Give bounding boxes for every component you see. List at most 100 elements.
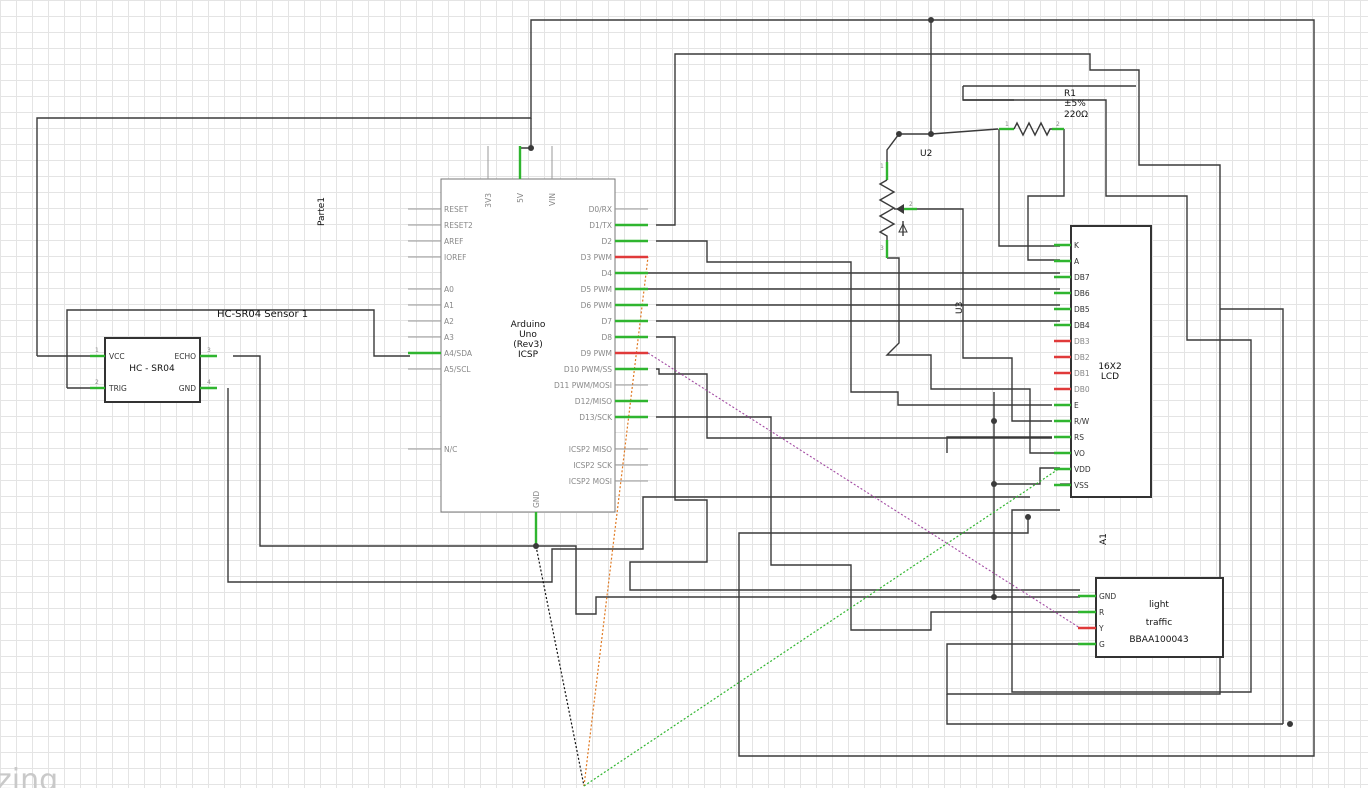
svg-text:1: 1 (95, 347, 99, 354)
lcd-name-1: 16X2 (1098, 362, 1121, 372)
arduino-name-4: ICSP (518, 350, 539, 360)
arduino-pin-d0-rx: D0/RX (589, 205, 612, 214)
wire-4 (66, 309, 410, 388)
lcd-pin-r-w: R/W (1074, 417, 1090, 426)
arduino-pin-vin: VIN (548, 193, 557, 206)
lcd-pin-vdd: VDD (1074, 465, 1091, 474)
sensor-name: HC - SR04 (129, 364, 175, 374)
traffic-light-pin-g: G (1099, 640, 1105, 649)
wire-19 (656, 416, 1080, 631)
svg-text:2: 2 (1056, 121, 1060, 128)
sensor-body[interactable] (104, 337, 201, 403)
resistor-name: R1 (1064, 89, 1076, 99)
wire-17 (629, 336, 1080, 591)
wire-27 (946, 436, 1052, 453)
arduino-pin-aref: AREF (444, 237, 463, 246)
arduino-pin-d9-pwm: D9 PWM (581, 349, 612, 358)
wire-21 (962, 86, 1252, 693)
wire-8 (227, 388, 1030, 583)
arduino-pin-a5-scl: A5/SCL (444, 365, 471, 374)
sensor-pin-gnd: GND (179, 384, 196, 393)
arduino-pin-d3-pwm: D3 PWM (581, 253, 612, 262)
lcd-pin-db7: DB7 (1074, 273, 1090, 282)
potentiometer-label: U2 (920, 149, 932, 159)
arduino-pin-a3: A3 (444, 333, 454, 342)
lcd-pin-vo: VO (1074, 449, 1085, 458)
lcd-name-2: LCD (1101, 372, 1119, 382)
arduino-pin-5v: 5V (516, 192, 525, 203)
arduino-body[interactable] (440, 178, 616, 513)
svg-text:2: 2 (909, 201, 913, 208)
sensor-pin-trig: TRIG (108, 384, 127, 393)
wire-32 (1220, 308, 1284, 724)
arduino-pin-reset: RESET (444, 205, 468, 214)
ratsnest-lines (535, 256, 1081, 787)
wire-2 (930, 128, 999, 135)
junction-6 (991, 481, 997, 487)
arduino-pin-d12-miso: D12/MISO (575, 397, 612, 406)
arduino-pin-gnd: GND (532, 491, 541, 508)
arduino-pin-a4-sda: A4/SDA (444, 349, 473, 358)
arduino-pin-d8: D8 (601, 333, 612, 342)
svg-text:3: 3 (880, 245, 884, 252)
arduino-pin-a0: A0 (444, 285, 454, 294)
arduino-pin-d10-pwm-ss: D10 PWM/SS (564, 365, 612, 374)
traffic-light-body[interactable] (1095, 577, 1224, 658)
arduino-pin-d1-tx: D1/TX (589, 221, 612, 230)
ratsnest-gnd (535, 545, 585, 787)
wire-28 (994, 467, 1060, 485)
lcd-pin-db5: DB5 (1074, 305, 1090, 314)
junction-7 (991, 418, 997, 424)
lcd-pin-db6: DB6 (1074, 289, 1090, 298)
arduino-pin-3v3: 3V3 (484, 193, 493, 208)
sensor-pin-vcc: VCC (109, 352, 125, 361)
resistor-body (1013, 121, 1052, 137)
wires (36, 19, 1315, 757)
lcd-pin-vss: VSS (1074, 481, 1089, 490)
wire-10 (536, 545, 1080, 615)
svg-text:3: 3 (207, 347, 211, 354)
traffic-light-name-2: traffic (1146, 618, 1172, 628)
lcd-body[interactable] (1070, 225, 1152, 498)
ratsnest-d3 (583, 256, 649, 787)
svg-text:4: 4 (207, 379, 211, 386)
arduino-uno[interactable]: RESETRESET2AREFIOREFA0A1A2A3A4/SDAA5/SCL… (317, 146, 648, 546)
lcd-16x2[interactable]: KADB7DB6DB5DB4DB3DB2DB1DB0ER/WRSVOVDDVSS… (955, 225, 1152, 498)
arduino-pin-d7: D7 (601, 317, 612, 326)
traffic-light-name-3: BBAA100043 (1129, 635, 1188, 645)
junction-3 (528, 145, 534, 151)
wire-23 (885, 257, 1060, 454)
lcd-pin-db2: DB2 (1074, 353, 1090, 362)
junctions (528, 17, 1293, 727)
svg-text:2: 2 (95, 379, 99, 386)
ratsnest-vdd (583, 467, 1061, 787)
ratsnest-d9 (647, 352, 1081, 629)
arduino-name-2: Uno (519, 330, 537, 340)
arduino-pin-d4: D4 (601, 269, 612, 278)
potentiometer[interactable]: 1 2 3 U2 (878, 149, 932, 258)
resistor-value: 220Ω (1064, 110, 1088, 120)
junction-1 (928, 131, 934, 137)
traffic-light-pin-r: R (1099, 608, 1104, 617)
junction-5 (991, 594, 997, 600)
junction-2 (896, 131, 902, 137)
wire-11 (656, 53, 1221, 695)
resistor-r1[interactable]: 1 2 R1 ±5% 220Ω (999, 89, 1088, 137)
resistor-tolerance: ±5% (1064, 99, 1086, 109)
junction-8 (1025, 514, 1031, 520)
svg-text:1: 1 (1005, 121, 1009, 128)
arduino-name-1: Arduino (511, 320, 546, 330)
arduino-pin-d11-pwm-mosi: D11 PWM/MOSI (554, 381, 612, 390)
lcd-part-label: U3 (955, 302, 965, 314)
wire-1 (886, 20, 932, 162)
wire-20 (1027, 129, 1065, 261)
arduino-pin-ioref: IOREF (444, 253, 466, 262)
lcd-pin-rs: RS (1074, 433, 1084, 442)
sensor-label: HC-SR04 Sensor 1 (217, 309, 308, 320)
